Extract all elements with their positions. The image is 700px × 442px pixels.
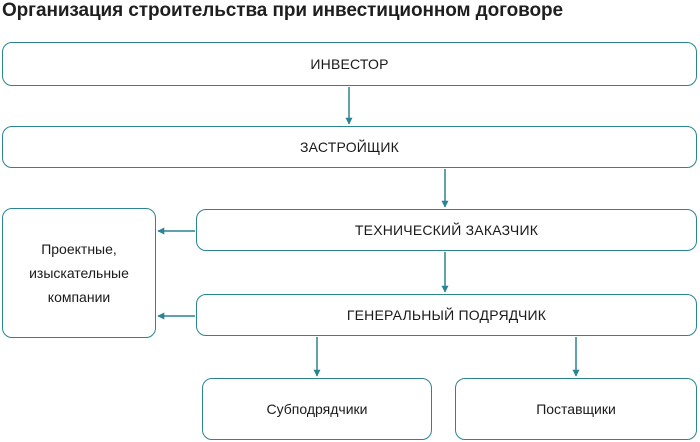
node-design-companies: Проектные, изыскательные компании [2, 208, 156, 338]
node-investor-label: ИНВЕСТОР [310, 56, 389, 72]
node-subcontractors: Субподрядчики [202, 378, 432, 440]
node-design-line: Проектные, [41, 241, 117, 257]
node-investor: ИНВЕСТОР [2, 42, 697, 86]
node-design-line: изыскательные [29, 265, 129, 281]
node-developer-label: ЗАСТРОЙЩИК [299, 139, 399, 155]
node-general-contractor-label: ГЕНЕРАЛЬНЫЙ ПОДРЯДЧИК [346, 307, 547, 323]
node-subcontractors-label: Субподрядчики [266, 401, 368, 417]
diagram-title: Организация строительства при инвестицио… [2, 0, 563, 21]
node-suppliers: Поставщики [455, 378, 697, 440]
node-technical-customer: ТЕХНИЧЕСКИЙ ЗАКАЗЧИК [196, 209, 697, 251]
node-design-line: компании [47, 289, 111, 305]
node-general-contractor: ГЕНЕРАЛЬНЫЙ ПОДРЯДЧИК [196, 294, 697, 336]
node-design-companies-label: Проектные, изыскательные компании [29, 237, 129, 309]
node-technical-customer-label: ТЕХНИЧЕСКИЙ ЗАКАЗЧИК [354, 222, 539, 238]
node-suppliers-label: Поставщики [536, 401, 616, 417]
node-developer: ЗАСТРОЙЩИК [2, 126, 697, 168]
